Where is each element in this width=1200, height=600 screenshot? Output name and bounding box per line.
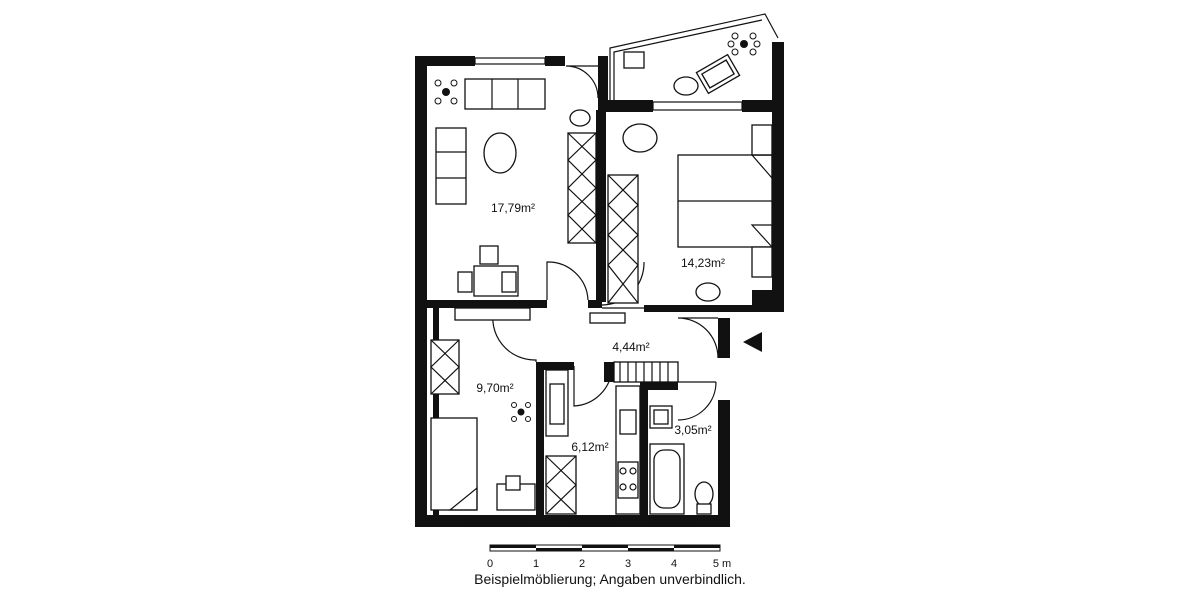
bath-furniture xyxy=(649,405,714,515)
wall-kitchen-top-b xyxy=(604,362,614,382)
hall-bench xyxy=(589,312,626,324)
entrance-arrow-icon xyxy=(743,332,762,352)
window-living xyxy=(474,57,546,65)
wall-east xyxy=(772,42,784,310)
plant-icon xyxy=(727,32,761,56)
stove xyxy=(617,461,639,499)
bedroom-basket xyxy=(695,282,721,302)
wall-kitchen-top-a xyxy=(536,362,574,370)
exterior-walls xyxy=(415,42,784,527)
scale-tick: 5 m xyxy=(713,558,731,570)
room-area-hall: 4,44m² xyxy=(612,340,649,354)
room-area-bath: 3,05m² xyxy=(674,423,711,437)
scale-bar: 0 1 2 3 4 5 m xyxy=(487,544,731,570)
balcony-table xyxy=(673,76,699,96)
dining-chair xyxy=(457,271,473,293)
wall-living-hall-stub xyxy=(588,300,602,308)
child-shelf xyxy=(430,339,460,395)
wall-north-a xyxy=(415,56,475,66)
sink xyxy=(619,409,637,435)
window-kitchen xyxy=(569,516,613,526)
nightstand xyxy=(751,124,773,156)
scale-tick: 2 xyxy=(579,558,585,570)
wall-living-bedroom xyxy=(596,110,606,302)
window-bedroom xyxy=(652,101,743,111)
kitchen-table-top xyxy=(549,383,565,425)
bathtub-inner xyxy=(653,449,681,509)
wall-living-child xyxy=(427,300,547,308)
room-area-child: 9,70m² xyxy=(476,381,513,395)
balcony-lounger xyxy=(695,53,741,95)
wall-south xyxy=(415,515,730,527)
wall-north-b xyxy=(545,56,565,66)
kitchen-cabinet xyxy=(545,455,577,515)
washbasin-bowl xyxy=(653,409,669,425)
doors xyxy=(492,65,719,421)
window-bath xyxy=(654,516,696,526)
hall-furniture xyxy=(454,307,679,383)
wall-balcony-a xyxy=(598,100,653,112)
scale-tick: 3 xyxy=(625,558,631,570)
nightstand xyxy=(751,246,773,278)
scale-tick: 4 xyxy=(671,558,677,570)
wall-west xyxy=(415,56,427,526)
wall-entrance xyxy=(718,318,730,358)
toilet-tank xyxy=(696,503,712,515)
wall-bedroom-hall xyxy=(644,305,752,312)
disclaimer-note: Beispielmöblierung; Angaben unverbindlic… xyxy=(474,571,746,587)
room-area-bedroom: 14,23m² xyxy=(681,256,725,270)
room-area-living: 17,79m² xyxy=(491,201,535,215)
single-bed xyxy=(430,417,478,511)
wall-child-kitchen xyxy=(536,362,544,518)
door-entrance xyxy=(677,317,719,359)
living-furniture xyxy=(434,78,597,297)
windows xyxy=(467,57,743,526)
desk-chair xyxy=(505,475,521,491)
wall-unit xyxy=(567,132,597,244)
wall-east-lower xyxy=(718,400,730,527)
interior-walls xyxy=(427,110,752,518)
door-bath xyxy=(677,381,717,421)
dining-chair xyxy=(479,245,499,265)
bedroom-armchair xyxy=(622,123,658,153)
sofa-side xyxy=(435,127,467,205)
dining-chair xyxy=(501,271,517,293)
coat-rack xyxy=(613,361,679,383)
plant-icon xyxy=(434,79,458,105)
window-child xyxy=(467,516,524,526)
scale-tick: 1 xyxy=(533,558,539,570)
plant-icon xyxy=(511,402,531,422)
scale-tick: 0 xyxy=(487,558,493,570)
door-living xyxy=(546,261,589,301)
sofa-top xyxy=(464,78,546,110)
balcony-railing-inner xyxy=(613,19,763,100)
wall-child-inner xyxy=(433,308,439,518)
wall-north-step xyxy=(598,56,608,101)
bedroom-furniture xyxy=(607,123,773,304)
balcony-chair-small xyxy=(623,51,645,69)
kitchen-furniture xyxy=(545,369,641,515)
balcony xyxy=(609,13,779,100)
armchair-living xyxy=(569,109,591,127)
room-area-kitchen: 6,12m² xyxy=(571,440,608,454)
balcony-railing xyxy=(609,13,779,100)
door-kitchen xyxy=(573,366,613,407)
coffee-table xyxy=(483,132,517,174)
toilet xyxy=(694,481,714,507)
child-furniture xyxy=(430,339,536,511)
wardrobe xyxy=(607,174,639,304)
wall-bath-top xyxy=(640,382,678,390)
shelf xyxy=(454,307,531,321)
wall-kitchen-bath xyxy=(640,382,648,518)
wall-east-corner xyxy=(752,290,784,312)
door-balcony xyxy=(565,65,599,99)
